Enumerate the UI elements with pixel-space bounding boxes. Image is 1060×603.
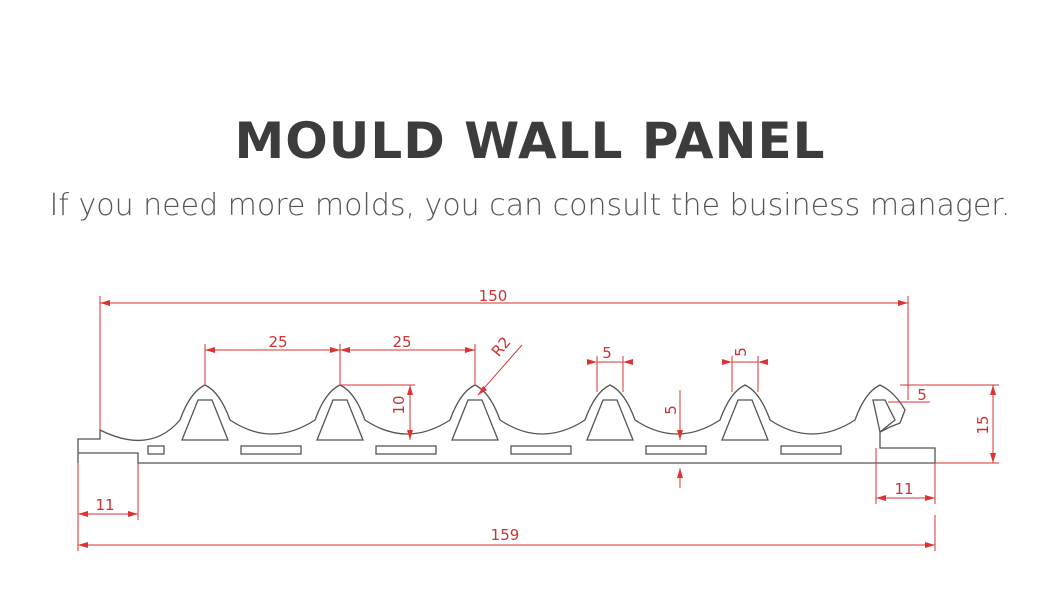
- dim-label-25b: 25: [392, 333, 411, 351]
- dim-label-10: 10: [390, 395, 408, 414]
- arch-cavity: [451, 399, 499, 441]
- panel-outer-edge: [77, 384, 936, 464]
- dimension-lines: [77, 296, 999, 551]
- bottom-slot: [147, 445, 165, 455]
- arch-cavity: [181, 399, 229, 441]
- dimension-labels: 150 25 25 R2 5 5 10 5 5 15 11 11 159: [95, 287, 992, 544]
- arch-cavity: [586, 399, 634, 441]
- dim-label-159: 159: [491, 526, 520, 544]
- bottom-slot: [510, 445, 572, 455]
- dim-label-5b: 5: [732, 347, 750, 357]
- dim-label-5c: 5: [662, 405, 680, 415]
- page-title: MOULD WALL PANEL: [234, 112, 826, 170]
- bottom-slot: [780, 445, 842, 455]
- dimension-arrows: [78, 300, 996, 548]
- dim-label-11-right: 11: [894, 480, 913, 498]
- dim-label-25a: 25: [268, 333, 287, 351]
- dim-label-r2: R2: [488, 333, 515, 360]
- page-subtitle: If you need more molds, you can consult …: [49, 188, 1011, 223]
- arch-cavity: [872, 399, 896, 434]
- bottom-slot: [645, 445, 707, 455]
- dim-label-15: 15: [974, 415, 992, 434]
- bottom-slot: [375, 445, 437, 455]
- bottom-slot: [240, 445, 302, 455]
- panel-outline: [77, 384, 936, 464]
- arch-cavity: [316, 399, 364, 441]
- dim-label-11-left: 11: [95, 496, 114, 514]
- dim-label-5d: 5: [917, 386, 927, 404]
- dim-label-150: 150: [479, 287, 508, 305]
- dim-label-5a: 5: [602, 344, 612, 362]
- arch-cavity: [721, 399, 769, 441]
